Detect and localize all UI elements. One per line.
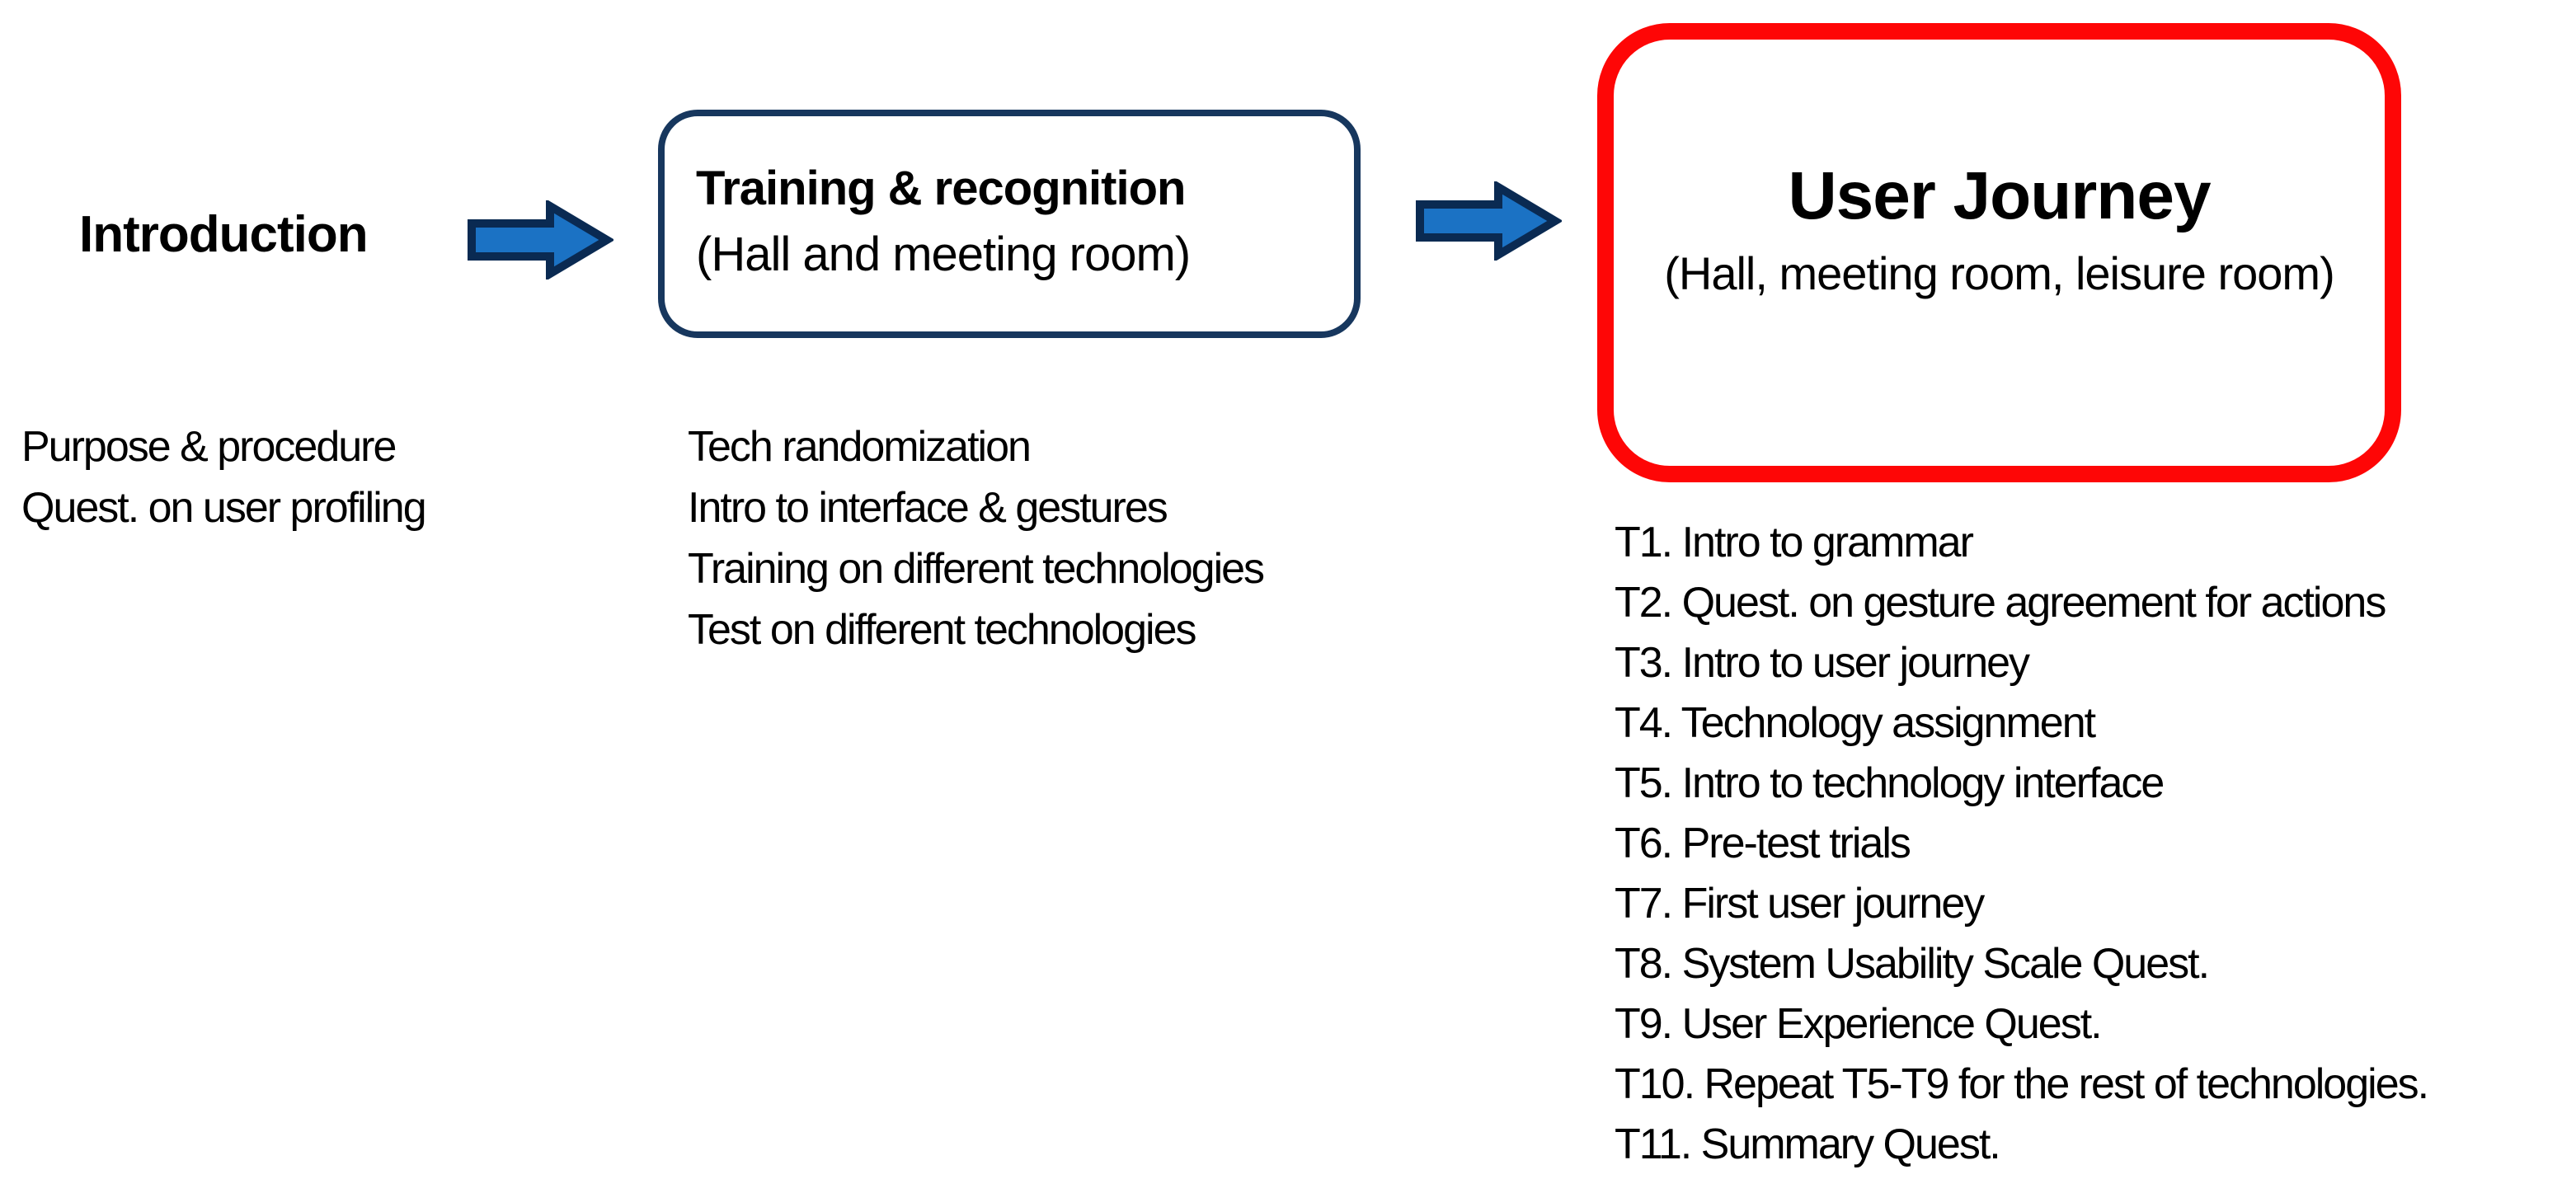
stage-training-title: Training & recognition — [696, 162, 1186, 215]
list-item: T6. Pre-test trials — [1615, 820, 1911, 867]
list-item: Test on different technologies — [688, 606, 1197, 654]
introduction-item-list: Purpose & procedure Quest. on user profi… — [21, 416, 427, 538]
list-item: T5. Intro to technology interface — [1615, 759, 2165, 807]
flow-arrow-training-to-journey-icon — [1415, 181, 1562, 261]
list-item: T9. User Experience Quest. — [1615, 1000, 2103, 1048]
list-item: T7. First user journey — [1615, 880, 1985, 928]
list-item: T4. Technology assignment — [1615, 699, 2096, 747]
list-item: Purpose & procedure — [21, 423, 397, 471]
list-item: T11. Summary Quest. — [1615, 1120, 2001, 1168]
stage-user-journey-title: User Journey — [1788, 158, 2211, 233]
stage-introduction-title: Introduction — [79, 206, 369, 263]
list-item: T8. System Usability Scale Quest. — [1615, 940, 2210, 988]
list-item: T10. Repeat T5-T9 for the rest of techno… — [1615, 1060, 2429, 1108]
list-item: T3. Intro to user journey — [1615, 639, 2030, 687]
user-journey-box: User Journey (Hall, meeting room, leisur… — [1597, 23, 2401, 482]
flow-arrow-intro-to-training-icon — [467, 200, 613, 279]
list-item: Training on different technologies — [688, 545, 1265, 593]
user-journey-task-list: T1. Intro to grammar T2. Quest. on gestu… — [1615, 513, 2429, 1175]
training-recognition-box-text: Training & recognition (Hall and meeting… — [696, 156, 1191, 288]
list-item: Intro to interface & gestures — [688, 484, 1168, 532]
list-item: Tech randomization — [688, 423, 1032, 471]
training-recognition-box: Training & recognition (Hall and meeting… — [658, 110, 1361, 338]
training-item-list: Tech randomization Intro to interface & … — [688, 416, 1265, 660]
list-item: T1. Intro to grammar — [1615, 519, 1974, 566]
list-item: Quest. on user profiling — [21, 484, 427, 532]
list-item: T2. Quest. on gesture agreement for acti… — [1615, 579, 2386, 627]
stage-training-subtitle: (Hall and meeting room) — [696, 228, 1191, 281]
stage-user-journey-subtitle: (Hall, meeting room, leisure room) — [1664, 247, 2334, 299]
